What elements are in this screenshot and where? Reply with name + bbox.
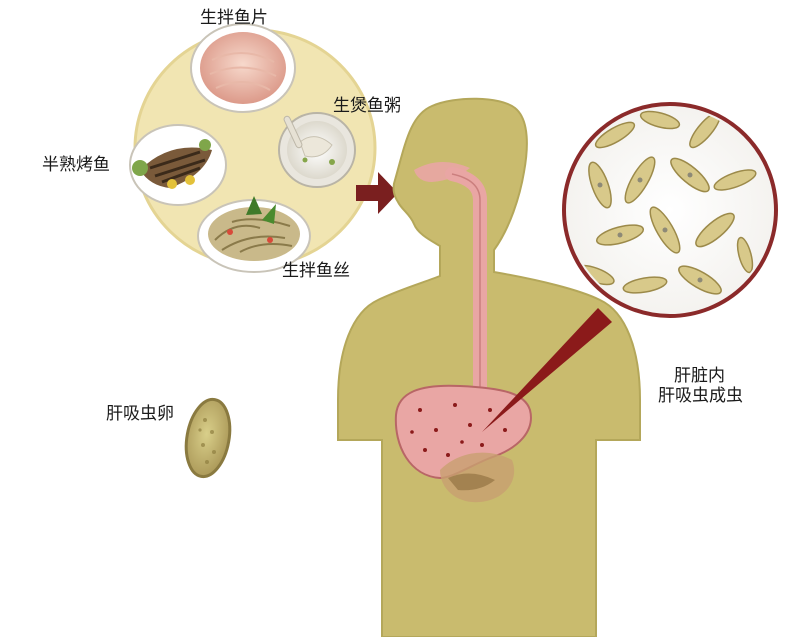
dish-half-cooked-grilled-fish	[130, 125, 226, 205]
label-raw-fish-shreds: 生拌鱼丝	[282, 263, 350, 280]
label-raw-fish-congee: 生煲鱼粥	[333, 98, 401, 115]
label-raw-fish-slices: 生拌鱼片	[200, 10, 268, 27]
dish-raw-fish-slices	[191, 24, 295, 112]
label-liver-note-line1: 肝脏内	[658, 366, 743, 386]
label-liver-fluke-egg: 肝吸虫卵	[106, 406, 174, 423]
magnified-adult-flukes	[564, 104, 776, 316]
label-liver-note: 肝脏内 肝吸虫成虫	[658, 366, 743, 407]
liver-fluke-egg	[181, 396, 236, 480]
label-liver-note-line2: 肝吸虫成虫	[658, 386, 743, 406]
dish-raw-fish-congee	[279, 113, 355, 187]
label-half-cooked-grilled-fish: 半熟烤鱼	[42, 157, 110, 174]
